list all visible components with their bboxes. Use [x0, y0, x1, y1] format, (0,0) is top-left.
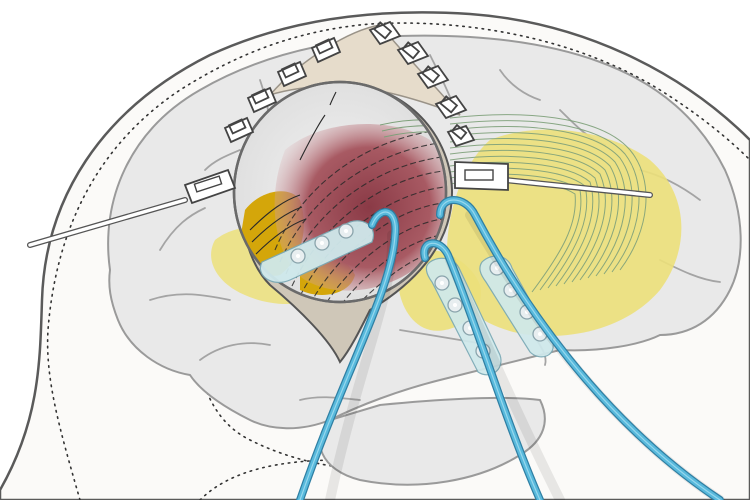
lead-wires	[296, 196, 724, 500]
scalp-clips	[223, 20, 476, 148]
scalp-clip	[446, 123, 476, 148]
scalp-clip	[416, 64, 450, 90]
retractor-right	[454, 161, 653, 198]
scalp-clip	[223, 116, 255, 144]
retractor-left	[27, 168, 237, 248]
electrode-strip-c	[479, 255, 554, 358]
scalp-clip	[368, 20, 402, 46]
scalp-clip	[310, 36, 342, 64]
scalp-clip	[276, 60, 308, 88]
scalp-clip	[246, 86, 278, 114]
skull-outline	[46, 22, 750, 500]
electrode-strip-a	[259, 220, 374, 283]
scalp-clip	[396, 40, 430, 66]
scalp-clip	[434, 94, 468, 120]
